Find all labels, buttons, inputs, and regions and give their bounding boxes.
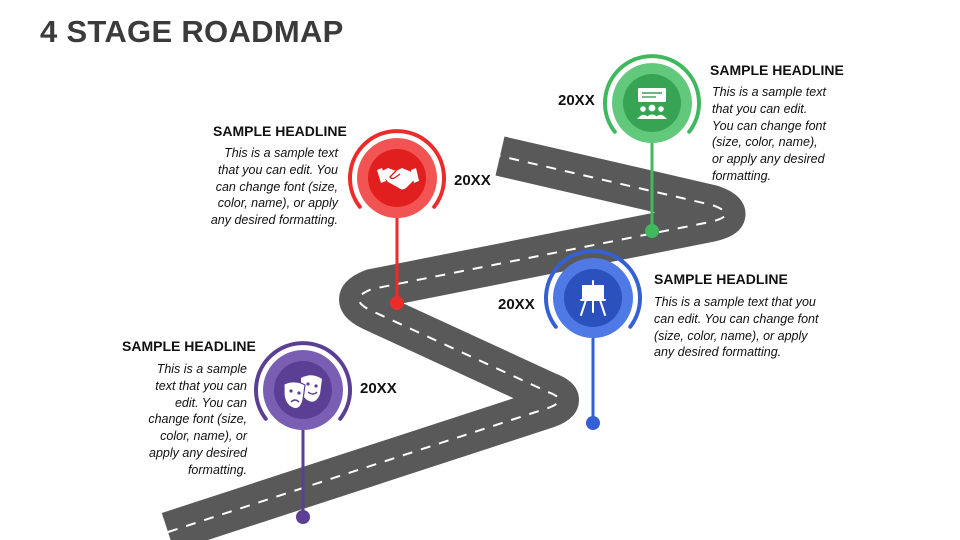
stage-4-ring — [603, 54, 701, 134]
stage-2-text: This is a sample text that you can edit.… — [210, 146, 338, 228]
stage-4-text: This is a sample text that you can edit.… — [712, 85, 826, 183]
stage-4-inner-circle — [623, 74, 681, 132]
stage-2-marker — [348, 129, 446, 310]
stage-2-pin-dot — [390, 296, 404, 310]
stage-1-pin-dot — [296, 510, 310, 524]
stage-3-text: This is a sample text that you can edit.… — [654, 295, 819, 360]
stage-2-ring — [348, 129, 446, 209]
stage-1-text: This is a sample text that you can edit.… — [148, 362, 247, 477]
stage-1-year: 20XX — [360, 380, 397, 397]
stage-4-year: 20XX — [558, 92, 595, 109]
stage-3-year: 20XX — [498, 296, 535, 313]
stage-1-headline: SAMPLE HEADLINE — [122, 338, 256, 354]
road-surface — [161, 136, 746, 540]
easel-icon — [580, 280, 606, 316]
stage-4-headline: SAMPLE HEADLINE — [710, 62, 844, 78]
stage-3-pin-dot — [586, 416, 600, 430]
stage-2-headline: SAMPLE HEADLINE — [213, 123, 347, 139]
stage-1-marker — [254, 341, 352, 524]
stage-3-marker — [544, 249, 642, 430]
stage-3-headline: SAMPLE HEADLINE — [654, 271, 788, 287]
meeting-presentation-icon — [637, 88, 667, 119]
theater-masks-icon — [283, 375, 322, 410]
stage-1-ring — [254, 341, 352, 421]
page-title: 4 STAGE ROADMAP — [40, 14, 344, 49]
handshake-icon — [377, 168, 419, 190]
stage-3-ring — [544, 249, 642, 329]
stage-2-year: 20XX — [454, 172, 491, 189]
stage-4-marker — [603, 54, 701, 238]
stage-4-pin-dot — [645, 224, 659, 238]
winding-road — [161, 136, 746, 540]
